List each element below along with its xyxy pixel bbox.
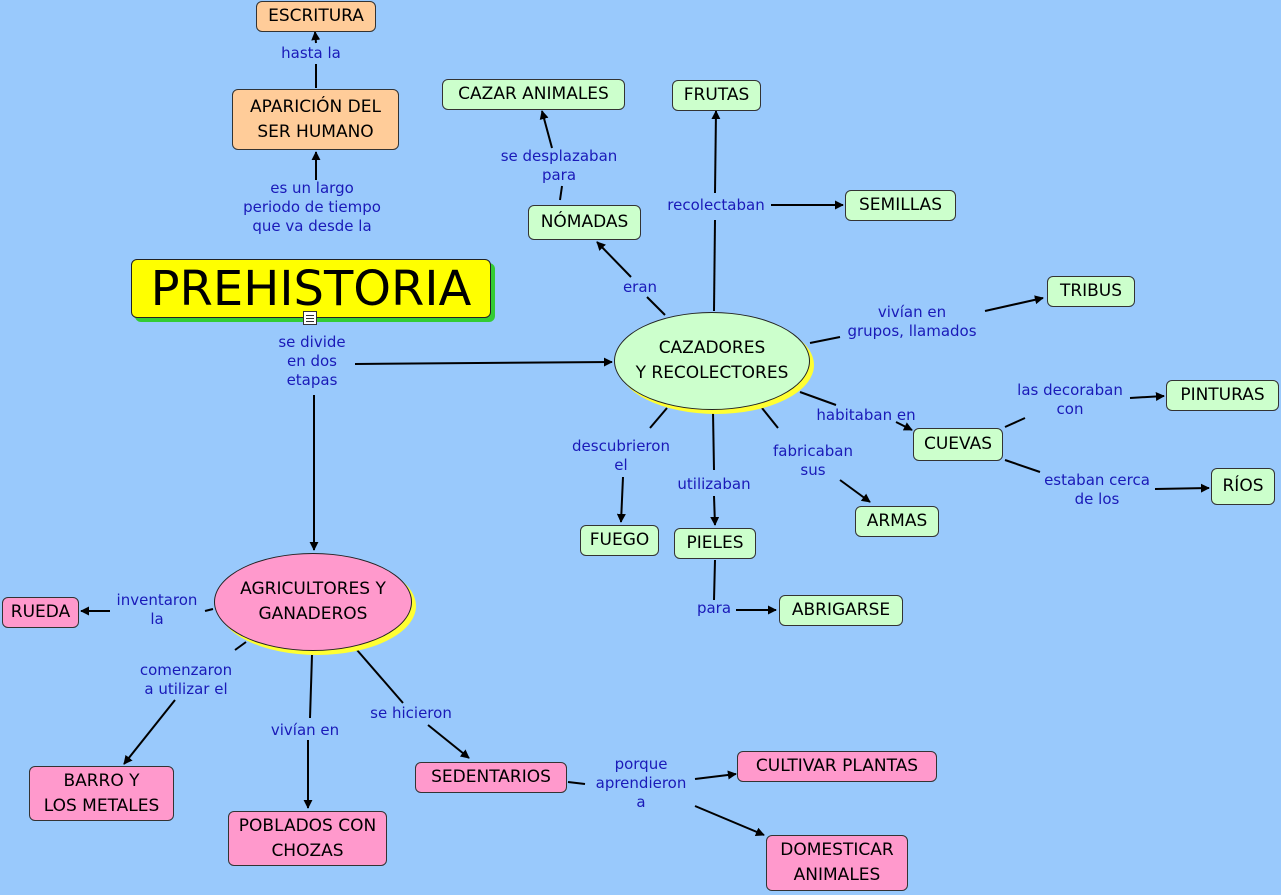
edge (1004, 459, 1041, 473)
edge (713, 219, 716, 312)
link-fabricaban-sus: fabricaban sus (773, 442, 853, 479)
edge (1129, 391, 1165, 401)
concept-armas[interactable]: ARMAS (855, 506, 939, 537)
edge (710, 495, 720, 526)
edge (646, 296, 666, 316)
concept-tribus[interactable]: TRIBUS (1047, 276, 1135, 307)
link-inventaron-la: inventaron la (116, 591, 198, 628)
concept-frutas[interactable]: FRUTAS (672, 80, 761, 111)
concept-agricultores-ganaderos[interactable]: AGRICULTORES Y GANADEROS (214, 553, 412, 651)
edge (539, 110, 553, 149)
edge (809, 336, 841, 344)
concept-pieles[interactable]: PIELES (674, 528, 756, 559)
link-habitaban-en: habitaban en (816, 406, 916, 424)
edge (984, 295, 1044, 312)
concept-abrigarse[interactable]: ABRIGARSE (779, 595, 903, 626)
link-vivian-en: vivían en (270, 721, 340, 739)
edge (354, 357, 613, 367)
link-se-desplazaban-para: se desplazaban para (500, 147, 618, 184)
link-recolectaban: recolectaban (667, 196, 765, 214)
concept-barro-y-metales[interactable]: BARRO Y LOS METALES (29, 766, 174, 821)
edge (694, 770, 737, 780)
edge (839, 479, 871, 503)
concept-semillas[interactable]: SEMILLAS (845, 190, 956, 221)
link-para: para (696, 599, 732, 617)
link-vivian-en-grupos: vivían en grupos, llamados (847, 303, 977, 340)
concept-escritura[interactable]: ESCRITURA (256, 1, 376, 32)
edge (427, 724, 470, 759)
link-las-decoraban-con: las decoraban con (1017, 381, 1123, 418)
concept-aparicion-del-ser-humano[interactable]: APARICIÓN DEL SER HUMANO (232, 89, 399, 150)
concept-cazar-animales[interactable]: CAZAR ANIMALES (442, 79, 625, 110)
edge (713, 559, 716, 601)
link-se-divide: se divide en dos etapas (278, 333, 346, 389)
link-eran: eran (622, 278, 658, 296)
edge (694, 805, 765, 837)
link-es-un-largo-periodo: es un largo periodo de tiempo que va des… (243, 179, 381, 235)
concept-rueda[interactable]: RUEDA (2, 597, 79, 628)
concept-sedentarios[interactable]: SEDENTARIOS (415, 762, 567, 793)
edge (123, 699, 176, 765)
concept-cultivar-plantas[interactable]: CULTIVAR PLANTAS (737, 751, 937, 782)
edge (1154, 483, 1210, 493)
edge (204, 608, 214, 612)
concept-cazadores-recolectores[interactable]: CAZADORES Y RECOLECTORES (614, 312, 810, 410)
edge (309, 654, 313, 719)
link-hasta-la: hasta la (281, 44, 341, 62)
edge (799, 391, 837, 406)
edge (1004, 417, 1026, 428)
link-estaban-cerca-de-los: estaban cerca de los (1044, 471, 1150, 508)
concept-prehistoria[interactable]: PREHISTORIA (131, 259, 491, 318)
edge (596, 241, 632, 278)
concept-pinturas[interactable]: PINTURAS (1166, 380, 1279, 411)
edge (712, 411, 715, 471)
edge (234, 641, 247, 651)
link-comenzaron-a-utilizar: comenzaron a utilizar el (139, 661, 233, 698)
concept-domesticar-animales[interactable]: DOMESTICAR ANIMALES (766, 835, 908, 891)
edge (616, 476, 626, 523)
concept-nomadas[interactable]: NÓMADAS (528, 205, 641, 240)
concept-rios[interactable]: RÍOS (1211, 468, 1275, 505)
edge (649, 407, 668, 429)
edge (895, 421, 913, 431)
edge (311, 31, 321, 44)
link-descubrieron-el: descubrieron el (572, 437, 670, 474)
link-se-hicieron: se hicieron (370, 704, 452, 722)
edge (567, 781, 586, 785)
edge (559, 185, 563, 201)
edge (356, 649, 404, 704)
link-porque-aprendieron-a: porque aprendieron a (595, 755, 687, 811)
edge (711, 110, 721, 194)
link-utilizaban: utilizaban (677, 475, 751, 493)
edge (761, 407, 779, 429)
concept-fuego[interactable]: FUEGO (580, 525, 659, 556)
concept-cuevas[interactable]: CUEVAS (913, 428, 1003, 461)
document-icon[interactable] (303, 311, 317, 325)
concept-poblados-con-chozas[interactable]: POBLADOS CON CHOZAS (228, 811, 387, 866)
